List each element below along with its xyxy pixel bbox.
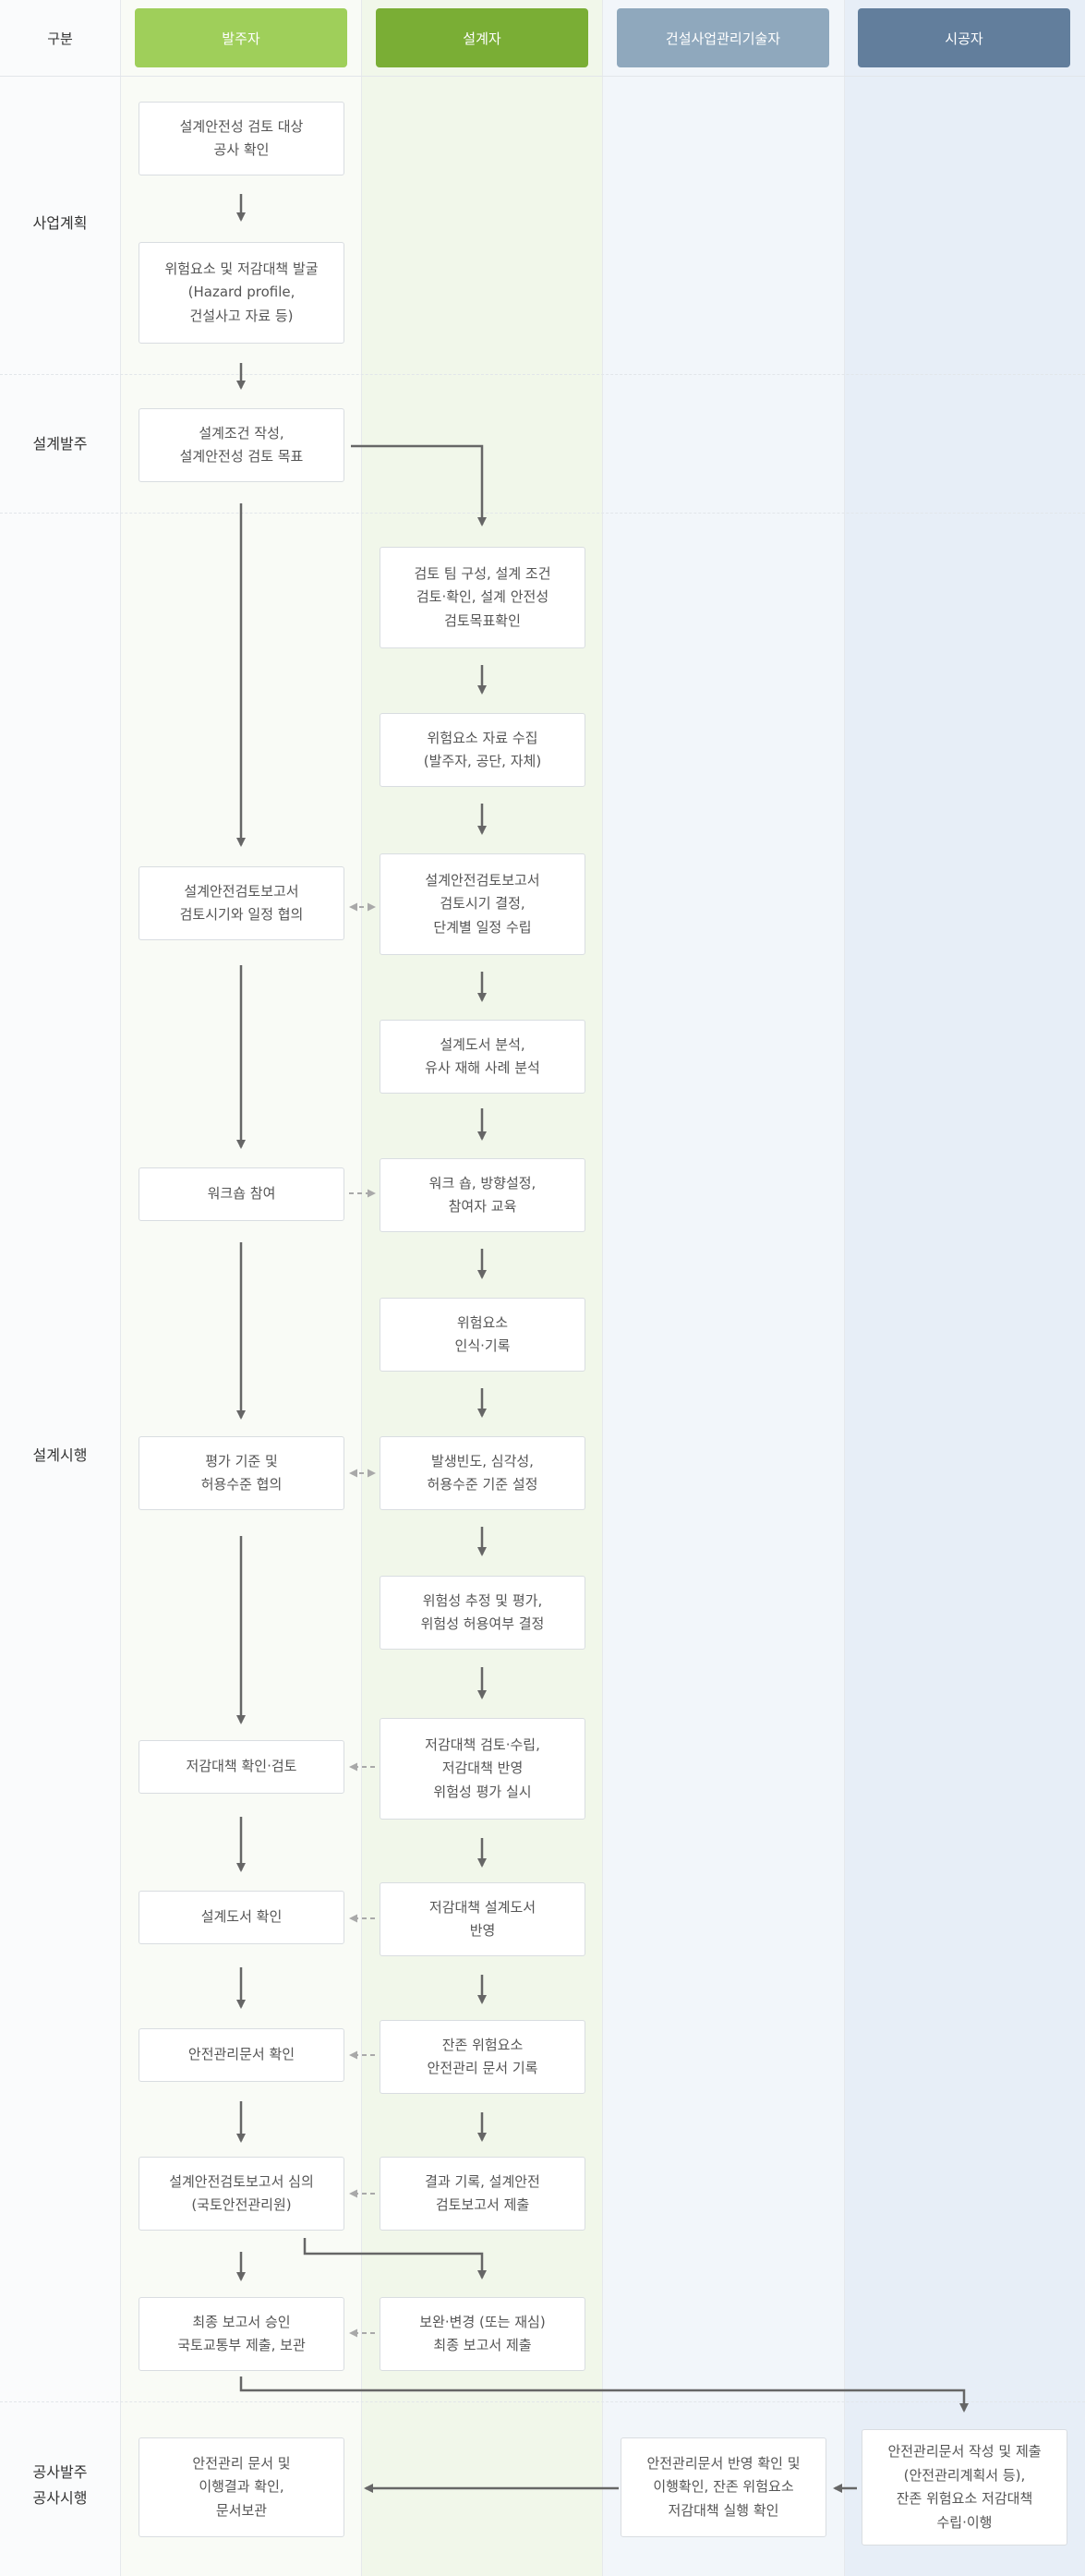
contractor-step-safety-plan: 안전관리문서 작성 및 제출 (안전관리계획서 등), 잔존 위험요소 저감대책… — [862, 2429, 1067, 2546]
designer-step-design-analysis: 설계도서 분석, 유사 재해 사례 분석 — [380, 1020, 585, 1094]
owner-step-final-approval: 최종 보고서 승인 국토교통부 제출, 보관 — [139, 2297, 344, 2371]
phase-divider — [0, 513, 1085, 514]
owner-step-hazard-discovery: 위험요소 및 저감대책 발굴 (Hazard profile, 건설사고 자료 … — [139, 242, 344, 344]
owner-step-design-doc-check: 설계도서 확인 — [139, 1891, 344, 1944]
phase-design-execution: 설계시행 — [32, 1446, 88, 1464]
supervisor-column-bg — [602, 0, 844, 2576]
designer-step-mitigation-plan: 저감대책 검토·수립, 저감대책 반영 위험성 평가 실시 — [380, 1718, 585, 1820]
designer-column-bg — [361, 0, 602, 2576]
arrow-owner3-to-designer1 — [351, 444, 487, 526]
designer-step-residual-hazard: 잔존 위험요소 안전관리 문서 기록 — [380, 2020, 585, 2094]
phase-construction: 공사발주 공사시행 — [32, 2463, 88, 2507]
designer-step-team-setup: 검토 팀 구성, 설계 조건 검토·확인, 설계 안전성 검토목표확인 — [380, 547, 585, 648]
designer-step-data-collection: 위험요소 자료 수집 (발주자, 공단, 자체) — [380, 713, 585, 787]
phase-divider — [0, 374, 1085, 375]
phase-planning: 사업계획 — [32, 214, 88, 232]
category-column-bg — [0, 0, 120, 2576]
header-divider — [0, 76, 1085, 77]
owner-step-report-review: 설계안전검토보고서 심의 (국토안전관리원) — [139, 2157, 344, 2231]
designer-step-final-report: 보완·변경 (또는 재심) 최종 보고서 제출 — [380, 2297, 585, 2371]
header-supervisor: 건설사업관리기술자 — [617, 8, 829, 67]
owner-step-doc-storage: 안전관리 문서 및 이행결과 확인, 문서보관 — [139, 2437, 344, 2537]
arrow-owner11-to-contractor — [239, 2376, 969, 2413]
arrow-owner10-to-designer13 — [303, 2238, 487, 2280]
designer-step-criteria-setting: 발생빈도, 심각성, 허용수준 기준 설정 — [380, 1436, 585, 1510]
designer-step-hazard-recognition: 위험요소 인식·기록 — [380, 1298, 585, 1372]
header-category: 구분 — [47, 30, 73, 47]
designer-step-risk-assessment: 위험성 추정 및 평가, 위험성 허용여부 결정 — [380, 1576, 585, 1650]
owner-step-design-conditions: 설계조건 작성, 설계안전성 검토 목표 — [139, 408, 344, 482]
column-divider — [120, 0, 121, 2576]
designer-step-workshop: 워크 숍, 방향설정, 참여자 교육 — [380, 1158, 585, 1232]
designer-step-mitigation-reflect: 저감대책 설계도서 반영 — [380, 1882, 585, 1956]
header-owner: 발주자 — [135, 8, 347, 67]
column-divider — [844, 0, 845, 2576]
contractor-column-bg — [844, 0, 1085, 2576]
phase-design-order: 설계발주 — [32, 435, 88, 453]
phase-divider — [0, 2401, 1085, 2402]
designer-step-schedule-setup: 설계안전검토보고서 검토시기 결정, 단계별 일정 수립 — [380, 853, 585, 955]
header-designer: 설계자 — [376, 8, 588, 67]
owner-step-confirm-target: 설계안전성 검토 대상 공사 확인 — [139, 102, 344, 175]
header-contractor: 시공자 — [858, 8, 1070, 67]
owner-step-schedule-agreement: 설계안전검토보고서 검토시기와 일정 협의 — [139, 866, 344, 940]
owner-step-safety-doc-check: 안전관리문서 확인 — [139, 2028, 344, 2082]
owner-step-workshop: 워크숍 참여 — [139, 1167, 344, 1221]
column-divider — [361, 0, 362, 2576]
designer-step-report-submission: 결과 기록, 설계안전 검토보고서 제출 — [380, 2157, 585, 2231]
owner-step-mitigation-review: 저감대책 확인·검토 — [139, 1740, 344, 1794]
supervisor-step-implementation-check: 안전관리문서 반영 확인 및 이행확인, 잔존 위험요소 저감대책 실행 확인 — [621, 2437, 826, 2537]
column-divider — [602, 0, 603, 2576]
owner-step-criteria-agreement: 평가 기준 및 허용수준 협의 — [139, 1436, 344, 1510]
